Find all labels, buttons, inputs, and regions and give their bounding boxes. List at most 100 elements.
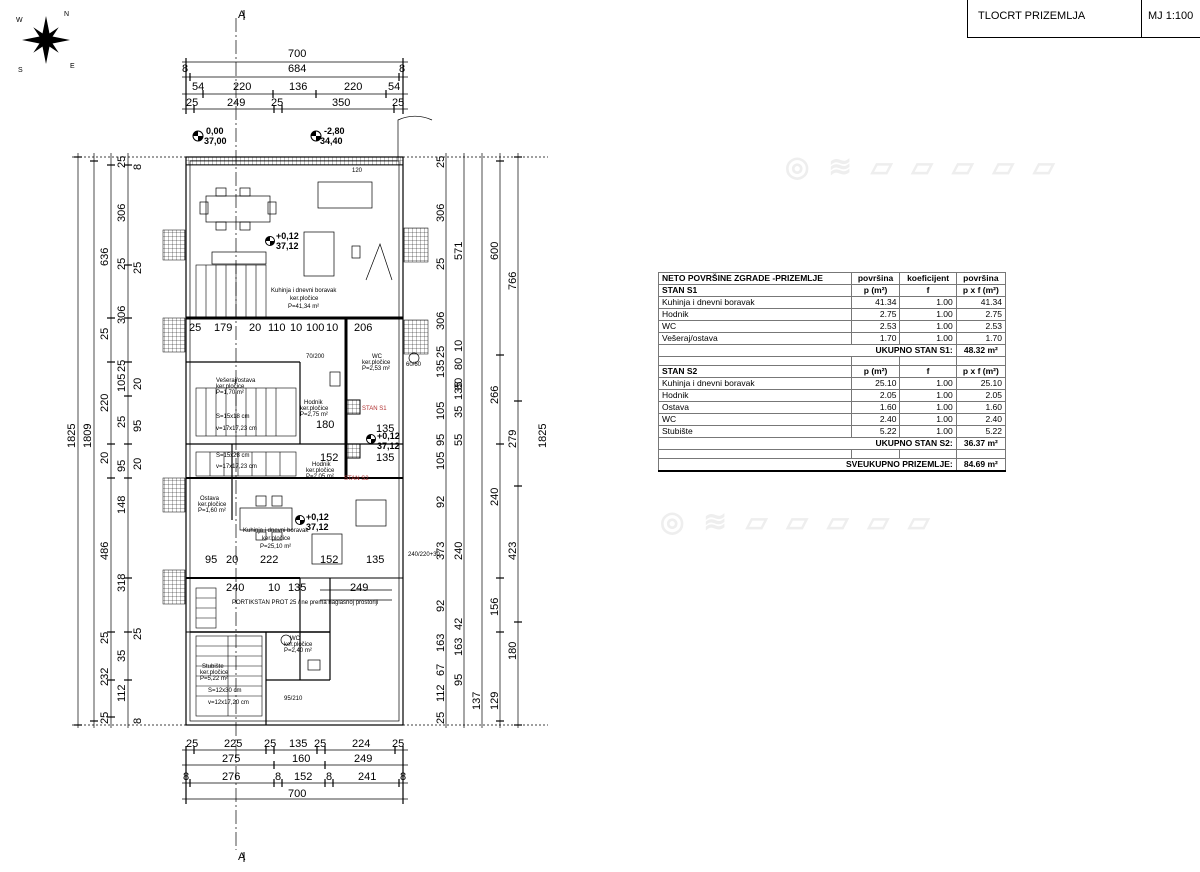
section-total-row: UKUPNO STAN S1: 48.32 m² xyxy=(658,344,1007,357)
svg-text:1809: 1809 xyxy=(82,424,94,448)
compass-e: E xyxy=(70,63,75,70)
svg-text:129: 129 xyxy=(489,692,501,710)
cell-f: 1.00 xyxy=(899,332,957,345)
dims-left-labels: 1825 1809 636 25 220 20 486 25 232 25 25… xyxy=(66,156,144,724)
level-top: -2,80 xyxy=(324,126,345,136)
building-walls xyxy=(185,115,433,726)
dim-bottom-row1: 225 xyxy=(224,738,242,750)
dim-bottom-row3: 276 xyxy=(222,771,240,783)
room-label-s1-wc: WC ker.pločice P=2,53 m² xyxy=(362,354,391,372)
spacer-row xyxy=(658,449,1007,459)
dims-top xyxy=(182,58,408,114)
svg-text:135: 135 xyxy=(453,382,465,400)
dim-top-wall: 8 xyxy=(182,63,188,75)
col-head: koeficijent xyxy=(899,272,957,285)
sheet-title: TLOCRT PRIZEMLJA xyxy=(978,10,1086,22)
svg-text:10: 10 xyxy=(290,322,302,334)
svg-text:486: 486 xyxy=(99,542,111,560)
cell-p: 5.22 xyxy=(850,425,901,438)
svg-text:37,12: 37,12 xyxy=(276,241,299,251)
svg-text:220: 220 xyxy=(99,394,111,412)
table-row: Kuhinja i dnevni boravak 41.34 1.00 41.3… xyxy=(658,296,1007,309)
svg-text:ker.pločice: ker.pločice xyxy=(198,502,227,508)
svg-text:135: 135 xyxy=(435,360,447,378)
dims-right-labels: 1825 766 279 423 180 600 266 240 156 129… xyxy=(435,156,549,724)
dim-top-row3: 350 xyxy=(332,97,350,109)
opening-tag: 240/220+30 xyxy=(408,552,441,558)
grand-total-value: 84.69 m² xyxy=(955,458,1007,472)
sub-head: f xyxy=(899,365,957,378)
room-label-s2-living: Kuhinja i dnevni boravak ker.pločice P=2… xyxy=(243,528,309,550)
stair-icon xyxy=(195,264,297,717)
interior-dims: 25 179 20 110 10 100 10 206 180 135 152 … xyxy=(189,322,394,594)
cell-p: 2.75 xyxy=(850,308,901,321)
svg-text:ker.pločice: ker.pločice xyxy=(216,384,245,390)
svg-text:636: 636 xyxy=(99,248,111,266)
svg-text:37,12: 37,12 xyxy=(306,522,329,532)
table-row: Stubište 5.22 1.00 5.22 xyxy=(658,425,1007,438)
cell-pf: 2.75 xyxy=(955,308,1007,321)
svg-text:180: 180 xyxy=(507,642,519,660)
col-head: površina xyxy=(955,272,1007,285)
cell-f: 1.00 xyxy=(899,413,957,426)
svg-text:137: 137 xyxy=(471,692,483,710)
cell-pf: 2.40 xyxy=(955,413,1007,426)
cell-room: Hodnik xyxy=(658,389,852,402)
svg-text:306: 306 xyxy=(435,312,447,330)
svg-text:105: 105 xyxy=(435,452,447,470)
section-header-row: STAN S1 p (m²) f p x f (m²) xyxy=(658,284,1007,297)
svg-text:ker.pločice: ker.pločice xyxy=(262,536,291,542)
svg-text:156: 156 xyxy=(489,598,501,616)
svg-text:95: 95 xyxy=(453,674,465,686)
svg-text:+0,12: +0,12 xyxy=(377,431,400,441)
svg-text:ker.pločice: ker.pločice xyxy=(306,468,335,474)
dims-right xyxy=(403,153,548,728)
svg-text:20: 20 xyxy=(249,322,261,334)
svg-text:10: 10 xyxy=(268,582,280,594)
compass-n: N xyxy=(64,11,69,18)
cell-f: 1.00 xyxy=(899,389,957,402)
dim-bottom-row2: 160 xyxy=(292,753,310,765)
svg-text:318: 318 xyxy=(116,574,128,592)
room-label-s2-stairs: Stubište ker.pločice P=5,22 m² xyxy=(200,664,229,682)
dim-bottom-row3: 8 xyxy=(183,771,189,783)
cell-room: Kuhinja i dnevni boravak xyxy=(658,296,852,309)
svg-text:ker.pločice: ker.pločice xyxy=(362,360,391,366)
svg-text:v=17x17,23 cm: v=17x17,23 cm xyxy=(216,426,257,432)
svg-text:80: 80 xyxy=(453,378,465,390)
svg-text:25: 25 xyxy=(99,328,111,340)
cell-pf: 2.05 xyxy=(955,389,1007,402)
svg-text:179: 179 xyxy=(214,322,232,334)
svg-text:148: 148 xyxy=(116,496,128,514)
svg-text:P=1,60 m²: P=1,60 m² xyxy=(198,508,226,514)
svg-text:95: 95 xyxy=(435,434,447,446)
dim-bottom-row1: 25 xyxy=(264,738,276,750)
dim-bottom-row3: 241 xyxy=(358,771,376,783)
compass-w: W xyxy=(16,17,23,24)
svg-text:P=2,05 m²: P=2,05 m² xyxy=(306,474,334,480)
dim-top-wall: 8 xyxy=(399,63,405,75)
dims-bottom xyxy=(182,746,408,804)
svg-text:25: 25 xyxy=(99,632,111,644)
cell-pf: 1.60 xyxy=(955,401,1007,414)
total-value: 48.32 m² xyxy=(955,344,1007,357)
svg-text:95: 95 xyxy=(132,420,144,432)
cell-p: 25.10 xyxy=(850,377,901,390)
dim-bottom-row3: 152 xyxy=(294,771,312,783)
dim-top-total: 700 xyxy=(288,48,306,60)
svg-text:Vešeraj/ostava: Vešeraj/ostava xyxy=(216,378,256,384)
compass-icon: N S E W xyxy=(16,11,75,74)
furniture xyxy=(199,181,420,671)
svg-text:ker.pločice: ker.pločice xyxy=(200,670,229,676)
dim-top-row3: 249 xyxy=(227,97,245,109)
dim-bottom-row1: 25 xyxy=(392,738,404,750)
svg-text:20: 20 xyxy=(132,378,144,390)
floor-plan: N S E W A A 700 684 8 8 54 220 136 220 5… xyxy=(16,9,549,863)
svg-text:180: 180 xyxy=(316,419,334,431)
svg-text:240: 240 xyxy=(453,542,465,560)
svg-text:S=15x18 cm: S=15x18 cm xyxy=(216,414,250,420)
table-row: Kuhinja i dnevni boravak 25.10 1.00 25.1… xyxy=(658,377,1007,390)
cell-room: WC xyxy=(658,320,852,333)
room-label-s2-wc: WC ker.pločice P=2,40 m² xyxy=(284,636,313,654)
section-mark-bottom: A xyxy=(238,851,246,863)
